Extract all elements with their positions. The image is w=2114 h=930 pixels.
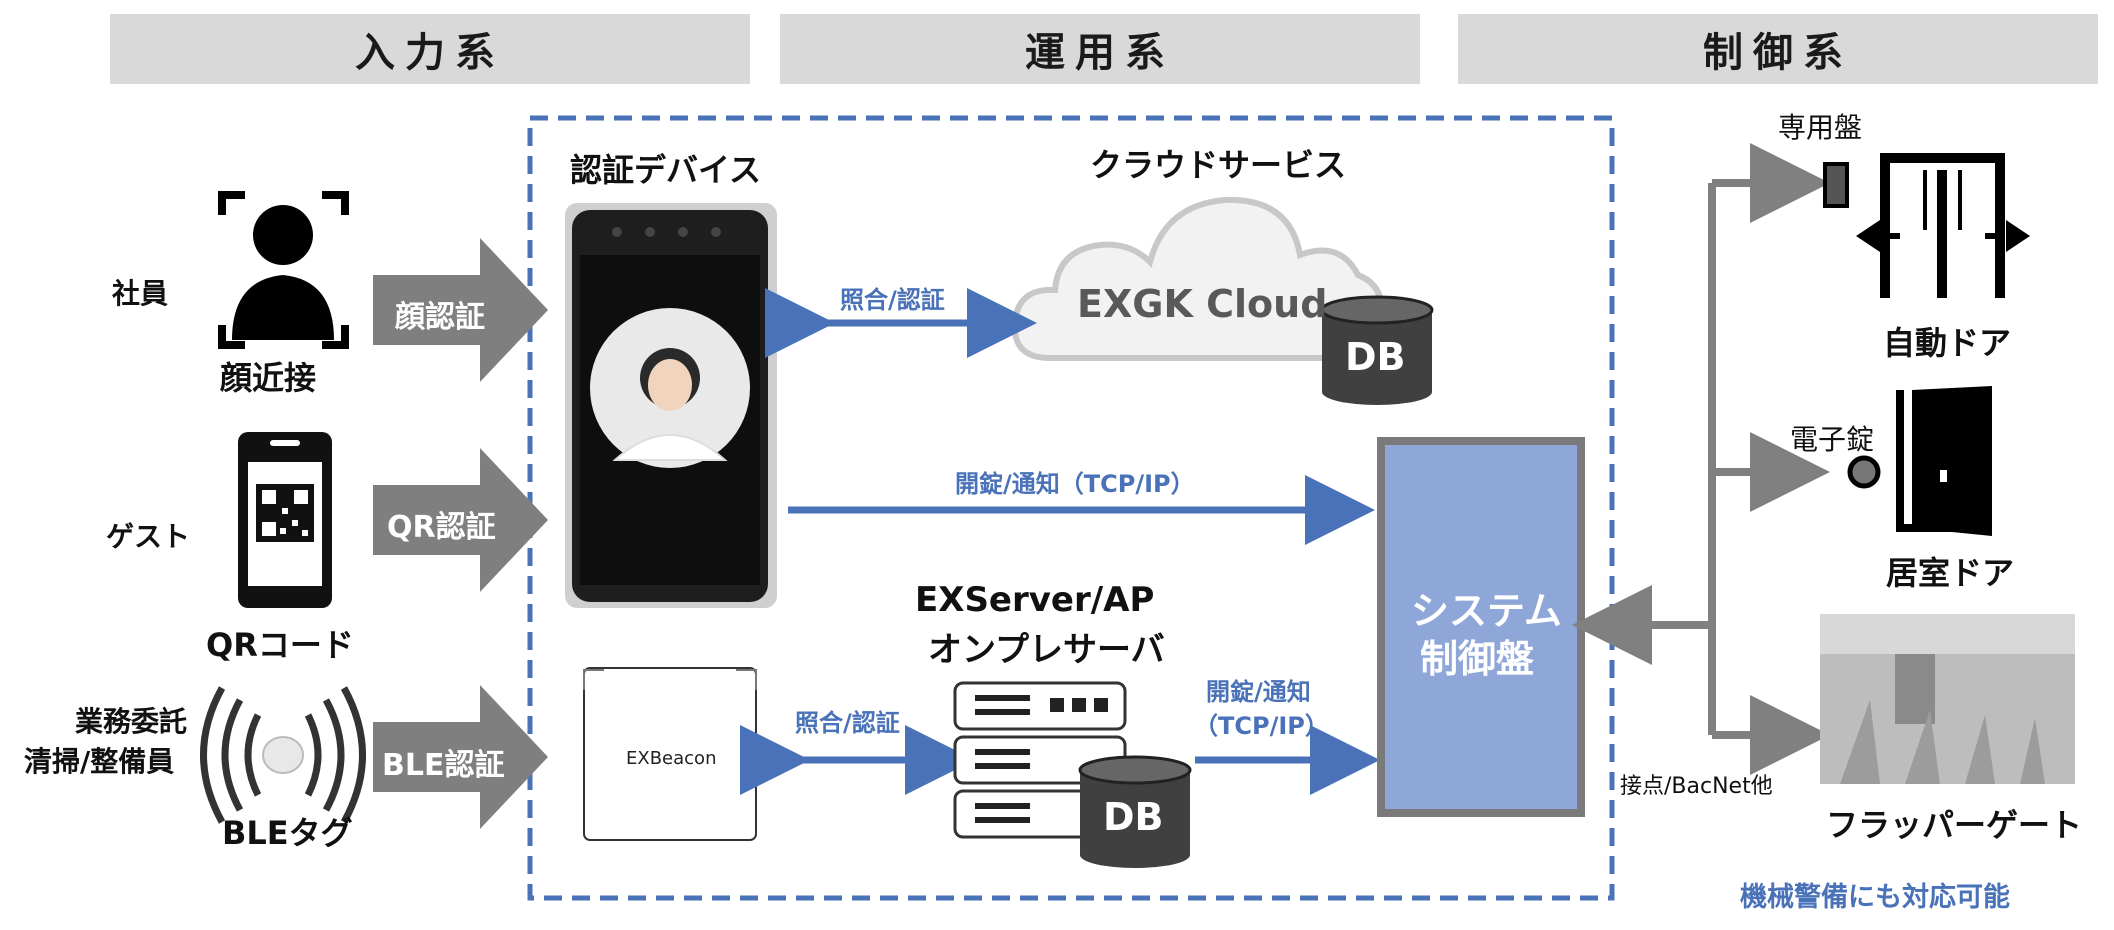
label-dedicated-panel: 専用盤: [1778, 111, 1863, 144]
dedicated-panel-icon: [1823, 162, 1849, 208]
label-cloud-service: クラウドサービス: [1090, 146, 1347, 184]
flapper-gate-photo: [1820, 614, 2075, 784]
automatic-door-icon: [1880, 153, 2005, 298]
arrow-ble-auth: [373, 685, 548, 829]
label-cloud-name: EXGK Cloud: [1077, 282, 1328, 326]
label-qr-auth: QR認証: [387, 510, 496, 545]
label-employee: 社員: [112, 277, 169, 310]
cloud-db-icon: [1320, 295, 1434, 405]
arrow-face-auth: [373, 238, 548, 382]
label-link-server: 照合/認証: [795, 709, 900, 737]
label-link-unlock-top: 開錠/通知（TCP/IP）: [955, 470, 1195, 498]
label-machine-security-note: 機械警備にも対応可能: [1740, 882, 2010, 913]
label-ble-tag: BLEタグ: [222, 814, 353, 852]
label-face-proximity: 顔近接: [220, 359, 317, 397]
label-face-auth: 顔認証: [395, 300, 485, 335]
label-guest: ゲスト: [106, 520, 191, 553]
label-e-lock: 電子錠: [1790, 423, 1875, 456]
label-outsourced-line2: 清掃/整備員: [24, 745, 175, 778]
label-qr-code: QRコード: [206, 626, 354, 664]
label-server-line2: オンプレサーバ: [928, 630, 1165, 670]
label-auth-device: 認証デバイス: [570, 151, 762, 189]
label-outsourced-line1: 業務委託: [75, 705, 188, 738]
header-operation: 運用系: [780, 14, 1420, 84]
label-flapper-gate: フラッパーゲート: [1826, 806, 2083, 844]
ble-tag-icon: [200, 686, 366, 824]
room-door-icon: [1896, 386, 1992, 536]
door-right-arrow-icon: [2006, 220, 2030, 252]
server-db-icon: [1078, 755, 1192, 868]
label-cloud-db: DB: [1345, 335, 1406, 379]
door-left-arrow-icon: [1856, 220, 1880, 252]
label-link-unlock-bottom-line2: （TCP/IP）: [1194, 712, 1329, 740]
header-input: 入力系: [110, 14, 750, 84]
label-link-unlock-bottom-line1: 開錠/通知: [1206, 678, 1311, 706]
system-control-panel: [1377, 437, 1585, 817]
label-room-door: 居室ドア: [1886, 554, 2015, 592]
label-auto-door: 自動ドア: [1883, 324, 2012, 362]
electric-lock-icon: [1847, 455, 1881, 489]
label-beacon: EXBeacon: [626, 748, 717, 769]
header-control: 制御系: [1458, 14, 2098, 84]
label-server-line1: EXServer/AP: [915, 580, 1155, 620]
arrow-qr-auth: [373, 448, 548, 592]
label-control-panel-line1: システム: [1411, 589, 1562, 633]
label-server-db: DB: [1103, 795, 1164, 839]
label-control-panel-line2: 制御盤: [1420, 637, 1535, 681]
label-contact-protocol: 接点/BacNet他: [1620, 774, 1773, 799]
smartphone-qr-icon: [238, 432, 332, 608]
label-link-cloud: 照合/認証: [840, 286, 945, 314]
face-scan-icon: [218, 191, 349, 349]
label-ble-auth: BLE認証: [382, 748, 505, 783]
face-terminal-device: [565, 203, 777, 608]
